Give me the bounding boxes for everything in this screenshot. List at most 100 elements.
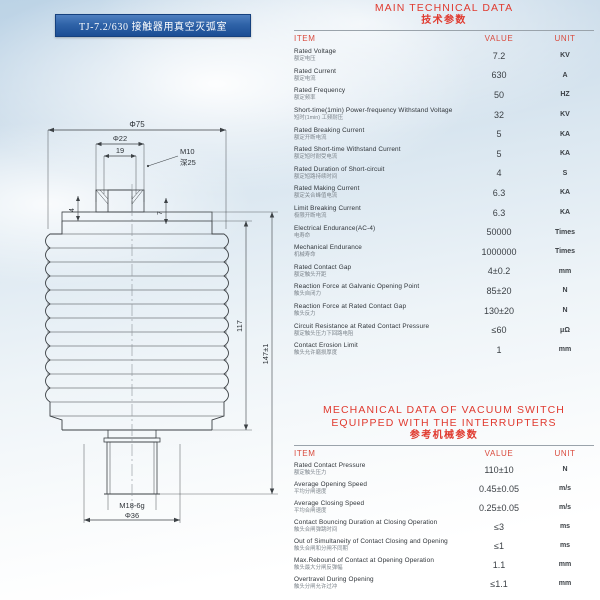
row-unit-cell: HZ [560,91,570,99]
product-title-text: TJ-7.2/630 接触器用真空灭弧室 [78,22,228,33]
mechanical-data-table: MECHANICAL DATA OF VACUUM SWITCH EQUIPPE… [288,404,600,593]
row-item-label-cn: 额定开断电流 [294,134,327,141]
row-unit-cell: mm [558,346,572,354]
row-item-label-en: Out of Simultaneity of Contact Closing a… [294,538,448,545]
row-value-cell: 85±20 [486,285,512,296]
main-table-title: MAIN TECHNICAL DATA 技术参数 [288,2,600,27]
row-item-cell: Short-time(1min) Power-frequency Withsta… [294,107,462,122]
dim-height-total: 147±1 [261,344,270,365]
row-item-label-en: Rated Frequency [294,87,346,95]
column-header-unit: UNIT [554,449,576,458]
row-value-cell: 4±0.2 [487,266,511,277]
mech-table-rule [294,445,594,446]
row-item-cell: Circuit Resistance at Rated Contact Pres… [294,323,462,338]
row-item-cell: Reaction Force at Galvanic Opening Point… [294,283,462,298]
interrupter-technical-drawing: Φ75 Φ22 19 M10 深25 4 7 117 147±1 M18-6g … [0,44,288,524]
mech-table-title: MECHANICAL DATA OF VACUUM SWITCH EQUIPPE… [288,404,600,442]
main-table-rule [294,30,594,31]
row-item-label-en: Limit Breaking Current [294,205,361,213]
row-item-label-en: Circuit Resistance at Rated Contact Pres… [294,322,430,330]
row-item-label-cn: 平均合闸速度 [294,508,327,514]
row-value-cell: 0.25±0.05 [479,502,519,513]
column-header-unit: UNIT [554,34,576,43]
row-item-label-cn: 平均分闸速度 [294,489,327,495]
row-item-label-en: Rated Contact Gap [294,263,352,271]
row-value-cell: 6.3 [492,187,506,198]
row-item-label-cn: 触头最大分闸反弹幅 [294,565,343,571]
dim-thread-top: M10 [180,147,195,156]
row-unit-cell: ms [559,523,571,530]
row-item-label-en: Short-time(1min) Power-frequency Withsta… [294,107,453,115]
row-unit-cell: μΩ [560,326,570,334]
row-item-label-en: Rated Breaking Current [294,126,365,134]
row-value-cell: 6.3 [492,207,506,218]
row-item-label-en: Max.Rebound of Contact at Opening Operat… [294,557,435,564]
main-table-column-headers: ITEM VALUE UNIT [288,31,600,45]
row-item-label-cn: 额定短路持续时间 [294,173,338,180]
row-unit-cell: mm [558,561,572,568]
row-item-cell: Out of Simultaneity of Contact Closing a… [294,538,462,553]
dim-stem-diameter: Φ22 [113,134,127,143]
row-value-cell: 1 [496,344,502,355]
row-value-cell: 32 [493,109,504,120]
row-value-cell: 1.1 [492,559,506,570]
column-header-item: ITEM [294,449,316,458]
row-unit-cell: Times [554,228,576,236]
dim-small-7: 7 [157,211,164,215]
table-row: Circuit Resistance at Rated Contact Pres… [288,320,600,340]
row-item-label-en: Rated Contact Pressure [294,462,366,469]
dim-base-diameter: Φ36 [125,511,139,520]
row-item-cell: Contact Bouncing Duration at Closing Ope… [294,519,462,534]
row-item-label-cn: 短时(1min) 工频耐压 [294,115,344,122]
row-item-label-en: Contact Bouncing Duration at Closing Ope… [294,519,438,526]
row-item-label-cn: 额定关合峰值电流 [294,193,338,200]
row-item-label-en: Rated Duration of Short-circuit [294,165,385,173]
table-row: Max.Rebound of Contact at Opening Operat… [288,555,600,574]
row-item-label-cn: 额定触头压力 [294,470,327,476]
row-item-label-cn: 额定电流 [294,75,316,82]
left-panel: TJ-7.2/630 接触器用真空灭弧室 [0,0,288,600]
row-item-cell: Max.Rebound of Contact at Opening Operat… [294,557,462,572]
row-value-cell: 4 [496,168,502,179]
row-unit-cell: N [562,466,568,473]
dim-thread-bottom: M18-6g [119,501,144,510]
row-item-label-cn: 触头合闸和分闸不同期 [294,546,348,552]
row-unit-cell: KA [559,209,571,217]
row-item-label-cn: 额定频率 [294,95,316,102]
row-item-label-en: Rated Short-time Withstand Current [294,146,401,154]
column-header-value: VALUE [484,34,514,43]
row-item-label-cn: 额定短时耐受电流 [294,154,338,161]
row-value-cell: 5 [496,148,502,159]
row-value-cell: 5 [496,129,502,140]
mech-table-title-cn: 参考机械参数 [409,430,479,441]
table-row: Reaction Force at Galvanic Opening Point… [288,281,600,301]
row-unit-cell: mm [558,267,572,275]
row-value-cell: 7.2 [492,50,506,61]
row-item-label-cn: 触头反力 [294,311,316,318]
row-item-label-cn: 触头自闭力 [294,291,321,298]
row-unit-cell: N [562,307,568,315]
row-unit-cell: S [562,169,568,177]
main-technical-data-table: MAIN TECHNICAL DATA 技术参数 ITEM VALUE UNIT… [288,2,600,360]
